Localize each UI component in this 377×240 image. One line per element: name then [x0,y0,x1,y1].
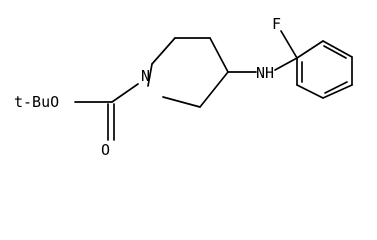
aryl-bond [296,84,324,99]
ring-bond [199,71,229,108]
ring-bond [162,96,201,108]
ring-bond [147,63,153,87]
carbonyl-oxygen-label: O [101,141,110,159]
chemical-structure: F NH N t-BuO O [14,15,353,159]
ring-bond [209,37,229,73]
nh-aryl-bond [274,57,298,71]
c-f-bond [280,30,298,59]
piperidine-ring [147,37,229,108]
aryl-bond [322,40,353,58]
aryl-bond [322,84,353,99]
aryl-inner-double-bond [324,81,348,94]
aryl-bond [296,40,324,59]
aryl-inner-double-bond [323,45,347,59]
fluorine-label: F [272,15,281,33]
ring-nitrogen-label: N [141,67,150,85]
amine-label: NH [256,64,274,82]
fluorophenyl-ring [280,30,353,99]
boc-label: t-BuO [14,93,59,111]
ring-bond [151,37,176,65]
n-carbonyl-bond [111,83,139,103]
boc-carbamate [74,83,139,141]
